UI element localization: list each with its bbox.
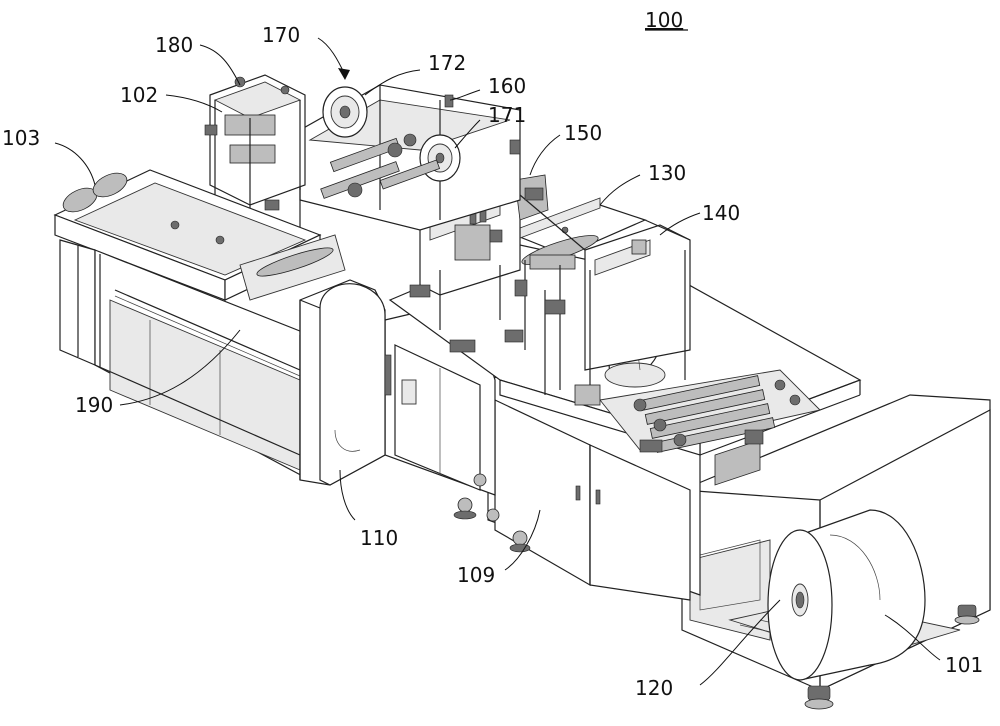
arrowhead-170 (338, 68, 350, 80)
connecting-shafts (489, 187, 764, 453)
label-172: 172 (428, 51, 466, 75)
reference-labels: 100 180 170 172 102 160 171 103 150 130 … (2, 8, 983, 700)
label-170: 170 (262, 23, 300, 47)
leader-lines (54, 37, 941, 686)
label-180: 180 (155, 33, 193, 57)
conveyor-130 (513, 197, 647, 390)
label-110: 110 (360, 526, 398, 550)
leader-130 (599, 174, 641, 206)
label-101: 101 (945, 653, 983, 677)
leader-120 (699, 599, 781, 686)
label-120: 120 (635, 676, 673, 700)
leader-150 (529, 134, 561, 176)
label-103: 103 (2, 126, 40, 150)
label-102: 102 (120, 83, 158, 107)
leader-101 (884, 614, 941, 661)
leader-171 (454, 119, 481, 149)
leader-172 (364, 69, 421, 96)
material-roll (767, 509, 926, 681)
leader-109 (504, 509, 541, 571)
ear-loop-station (299, 84, 521, 231)
left-cabinet (384, 299, 496, 520)
leader-102 (165, 94, 223, 113)
leader-103 (54, 142, 96, 186)
label-160: 160 (488, 74, 526, 98)
label-100: 100 (645, 8, 683, 32)
leader-190 (119, 329, 241, 406)
label-140: 140 (702, 201, 740, 225)
roller-unit (599, 369, 821, 486)
label-150: 150 (564, 121, 602, 145)
left-frame (59, 239, 311, 482)
entry-conveyor (53, 169, 346, 301)
leader-160 (449, 89, 481, 101)
cabinet-110 (299, 279, 392, 486)
label-109: 109 (457, 563, 495, 587)
leader-140 (659, 212, 701, 236)
label-130: 130 (648, 161, 686, 185)
folding-triangle (544, 224, 691, 406)
label-190: 190 (75, 393, 113, 417)
label-171: 171 (488, 103, 526, 127)
mechanism-180 (204, 74, 306, 211)
leader-110 (339, 469, 356, 521)
leader-180 (199, 44, 241, 86)
